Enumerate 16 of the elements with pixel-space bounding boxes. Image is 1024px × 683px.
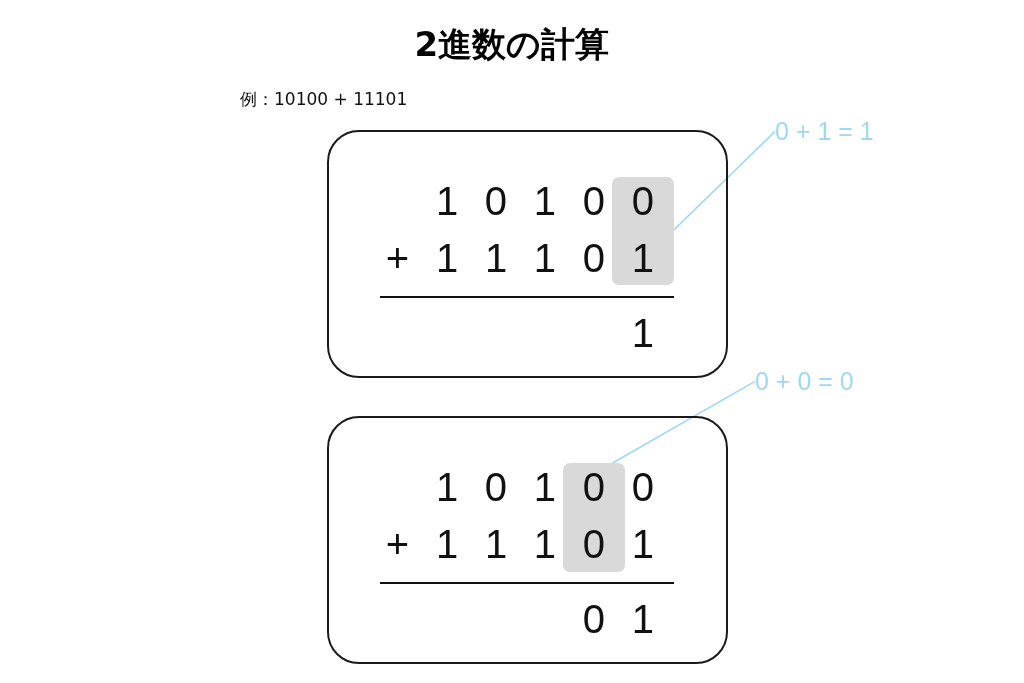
column-highlight bbox=[563, 463, 625, 572]
leader-line bbox=[611, 380, 756, 464]
sum-digits: 0 1 bbox=[582, 596, 654, 642]
callout-text: 0 + 0 = 0 bbox=[755, 367, 854, 396]
second-number: + 1 1 1 0 1 bbox=[385, 521, 654, 567]
example-text: 例：10100 + 11101 bbox=[240, 89, 408, 110]
column-highlight bbox=[612, 177, 674, 285]
leader-line bbox=[673, 130, 776, 231]
title: 2進数の計算 bbox=[414, 24, 610, 65]
sum-digits: 1 bbox=[631, 310, 654, 356]
first-number: 1 0 1 0 0 bbox=[435, 464, 654, 510]
second-number: + 1 1 1 0 1 bbox=[385, 235, 654, 281]
first-number: 1 0 1 0 0 bbox=[435, 178, 654, 224]
calculation-card bbox=[327, 416, 728, 664]
callout-text: 0 + 1 = 1 bbox=[775, 117, 874, 146]
calculation-card bbox=[327, 130, 728, 378]
